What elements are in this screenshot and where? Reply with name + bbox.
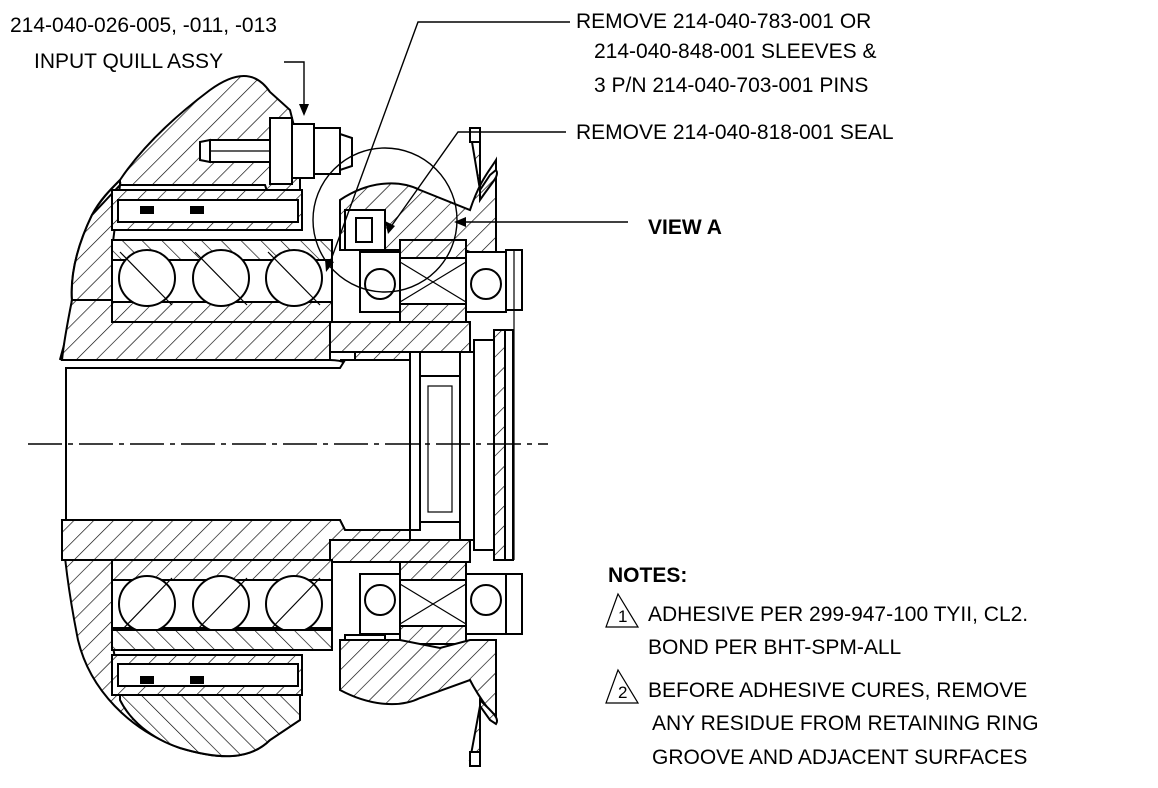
input-quill-part-numbers: 214-040-026-005, -011, -013 [10,14,277,37]
note-2-line1: BEFORE ADHESIVE CURES, REMOVE [648,679,1027,702]
view-a-label: VIEW A [648,216,722,239]
note-2-number: 2 [618,683,627,702]
lower-bearing-stack [111,559,333,696]
note-1-line1: ADHESIVE PER 299-947-100 TYII, CL2. [648,603,1028,626]
delta-triangle-icon [605,668,640,704]
callout-remove-seal: REMOVE 214-040-818-001 SEAL [576,121,894,144]
leader-lines [284,21,628,272]
note-1-number: 1 [618,607,627,626]
bearing-ball [118,249,176,307]
note-1: 1 ADHESIVE PER 299-947-100 TYII, CL2. BO… [605,592,1028,659]
notes-title: NOTES: [608,564,687,587]
note-2-line2: ANY RESIDUE FROM RETAINING RING [652,712,1039,735]
note-1-line2: BOND PER BHT-SPM-ALL [648,636,901,659]
view-a-detail-circle [312,147,458,293]
callout-remove-sleeves: REMOVE 214-040-783-001 OR 214-040-848-00… [576,10,877,97]
remove-sleeves-line3: 3 P/N 214-040-703-001 PINS [594,74,868,97]
note-2-line3: GROOVE AND ADJACENT SURFACES [652,746,1027,769]
notes-block: NOTES: 1 ADHESIVE PER 299-947-100 TYII, … [605,564,1039,769]
callout-input-quill: 214-040-026-005, -011, -013 INPUT QUILL … [10,14,277,73]
remove-sleeves-line2: 214-040-848-001 SLEEVES & [594,40,877,63]
note-2: 2 BEFORE ADHESIVE CURES, REMOVE ANY RESI… [605,668,1039,769]
housing-section [58,75,331,758]
retaining-bolt [199,117,353,185]
delta-triangle-icon [605,592,640,628]
input-quill-name: INPUT QUILL ASSY [34,50,223,73]
remove-sleeves-line1: REMOVE 214-040-783-001 OR [576,10,871,33]
upper-bearing-stack [111,189,333,323]
